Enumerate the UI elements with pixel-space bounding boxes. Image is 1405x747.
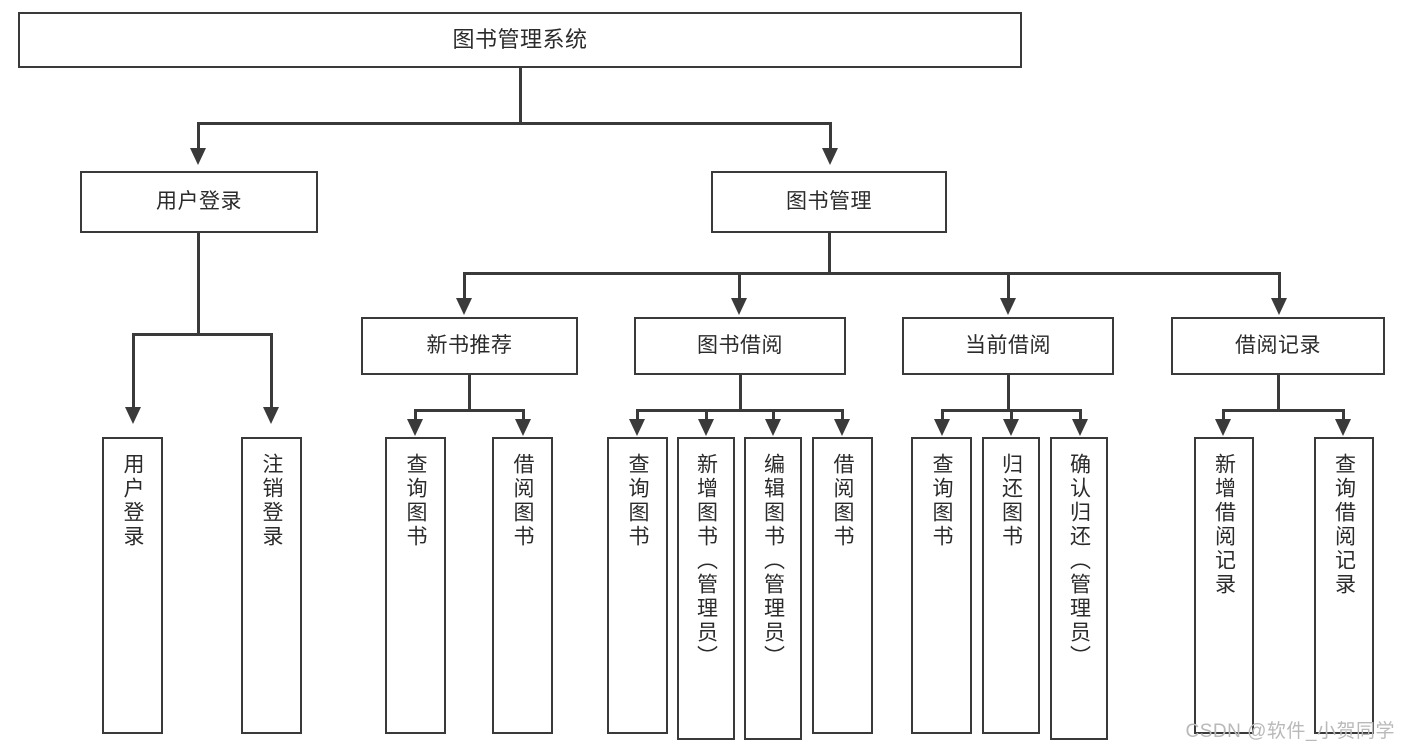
- arrowhead-nb-borrow-book: [515, 419, 531, 436]
- arrowhead-bb-add-book: [698, 419, 714, 436]
- connector-drop-current-borrow: [1007, 272, 1010, 300]
- connector-bb-drop-4: [841, 409, 844, 421]
- connector-root-to-user-login: [197, 122, 200, 150]
- leaf-br-add-record[interactable]: 新增借阅记录: [1194, 437, 1254, 734]
- leaf-bb-add-book[interactable]: 新增图书（管理员）: [677, 437, 735, 740]
- connector-cb-drop-1: [941, 409, 944, 421]
- connector-book-mgmt-stem: [828, 233, 831, 272]
- connector-user-login-drop-2: [270, 333, 273, 409]
- node-label: 查询借阅记录: [1332, 453, 1356, 597]
- node-label: 新增借阅记录: [1212, 453, 1236, 597]
- node-label: 注销登录: [260, 453, 283, 549]
- arrowhead-leaf-user-login: [125, 407, 141, 424]
- leaf-bb-borrow-book[interactable]: 借阅图书: [812, 437, 873, 734]
- arrowhead-book-mgmt: [822, 148, 838, 165]
- arrowhead-bb-edit-book: [765, 419, 781, 436]
- connector-level3-bus: [463, 272, 1278, 275]
- arrowhead-cb-query-book: [934, 419, 950, 436]
- connector-drop-new-book: [463, 272, 466, 300]
- connector-user-login-bus: [132, 333, 272, 336]
- leaf-cb-confirm-return[interactable]: 确认归还（管理员）: [1050, 437, 1108, 740]
- node-label: 图书管理: [786, 189, 872, 213]
- node-new-book-recommend[interactable]: 新书推荐: [361, 317, 578, 375]
- leaf-user-login[interactable]: 用户登录: [102, 437, 163, 734]
- connector-drop-borrow-record: [1278, 272, 1281, 300]
- connector-current-borrow-stem: [1007, 375, 1010, 409]
- connector-borrow-record-bus: [1222, 409, 1344, 412]
- leaf-br-query-record[interactable]: 查询借阅记录: [1314, 437, 1374, 734]
- connector-root-bus: [197, 122, 831, 125]
- arrowhead-br-query-record: [1335, 419, 1351, 436]
- connector-br-drop-1: [1222, 409, 1225, 421]
- arrowhead-bb-query-book: [629, 419, 645, 436]
- connector-root-stem: [519, 68, 522, 122]
- node-borrow-record[interactable]: 借阅记录: [1171, 317, 1385, 375]
- node-label: 借阅图书: [831, 453, 854, 549]
- connector-bb-drop-2: [705, 409, 708, 421]
- leaf-bb-edit-book[interactable]: 编辑图书（管理员）: [744, 437, 802, 740]
- node-label: 确认归还（管理员）: [1067, 453, 1091, 669]
- arrowhead-cb-confirm-return: [1072, 419, 1088, 436]
- connector-bb-drop-3: [772, 409, 775, 421]
- connector-user-login-drop-1: [132, 333, 135, 409]
- node-label: 借阅图书: [511, 453, 534, 549]
- leaf-cb-return-book[interactable]: 归还图书: [982, 437, 1040, 734]
- arrowhead-user-login: [190, 148, 206, 165]
- arrowhead-cb-return-book: [1003, 419, 1019, 436]
- arrowhead-current-borrow: [1000, 298, 1016, 315]
- connector-drop-book-borrow: [738, 272, 741, 300]
- connector-root-to-book-mgmt: [829, 122, 832, 150]
- node-label: 查询图书: [626, 453, 649, 549]
- node-book-borrow[interactable]: 图书借阅: [634, 317, 846, 375]
- node-book-management[interactable]: 图书管理: [711, 171, 947, 233]
- node-label: 查询图书: [930, 453, 953, 549]
- connector-book-borrow-bus: [636, 409, 843, 412]
- arrowhead-br-add-record: [1215, 419, 1231, 436]
- connector-new-book-bus: [414, 409, 524, 412]
- connector-new-book-drop-2: [522, 409, 525, 421]
- leaf-nb-query-book[interactable]: 查询图书: [385, 437, 446, 734]
- connector-user-login-stem: [197, 233, 200, 333]
- node-label: 借阅记录: [1235, 333, 1321, 357]
- node-current-borrow[interactable]: 当前借阅: [902, 317, 1114, 375]
- connector-bb-drop-1: [636, 409, 639, 421]
- node-label: 图书管理系统: [452, 27, 588, 53]
- node-label: 编辑图书（管理员）: [761, 453, 785, 669]
- node-label: 归还图书: [999, 453, 1023, 549]
- node-label: 查询图书: [404, 453, 427, 549]
- arrowhead-borrow-record: [1271, 298, 1287, 315]
- node-root-system[interactable]: 图书管理系统: [18, 12, 1022, 68]
- node-label: 图书借阅: [697, 333, 783, 357]
- node-label: 用户登录: [156, 189, 242, 213]
- connector-cb-drop-3: [1079, 409, 1082, 421]
- arrowhead-bb-borrow-book: [834, 419, 850, 436]
- node-user-login[interactable]: 用户登录: [80, 171, 318, 233]
- arrowhead-book-borrow: [731, 298, 747, 315]
- connector-new-book-drop-1: [414, 409, 417, 421]
- arrowhead-new-book-recommend: [456, 298, 472, 315]
- arrowhead-leaf-logout: [263, 407, 279, 424]
- leaf-cb-query-book[interactable]: 查询图书: [911, 437, 972, 734]
- arrowhead-nb-query-book: [407, 419, 423, 436]
- watermark: CSDN @软件_小贺同学: [1185, 721, 1395, 742]
- node-label: 当前借阅: [965, 333, 1051, 357]
- node-label: 新增图书（管理员）: [694, 453, 718, 669]
- leaf-bb-query-book[interactable]: 查询图书: [607, 437, 668, 734]
- connector-br-drop-2: [1342, 409, 1345, 421]
- node-label: 用户登录: [121, 453, 144, 549]
- connector-book-borrow-stem: [739, 375, 742, 409]
- leaf-nb-borrow-book[interactable]: 借阅图书: [492, 437, 553, 734]
- connector-cb-drop-2: [1010, 409, 1013, 421]
- node-label: 新书推荐: [426, 333, 513, 357]
- leaf-logout[interactable]: 注销登录: [241, 437, 302, 734]
- connector-borrow-record-stem: [1277, 375, 1280, 409]
- connector-new-book-stem: [468, 375, 471, 409]
